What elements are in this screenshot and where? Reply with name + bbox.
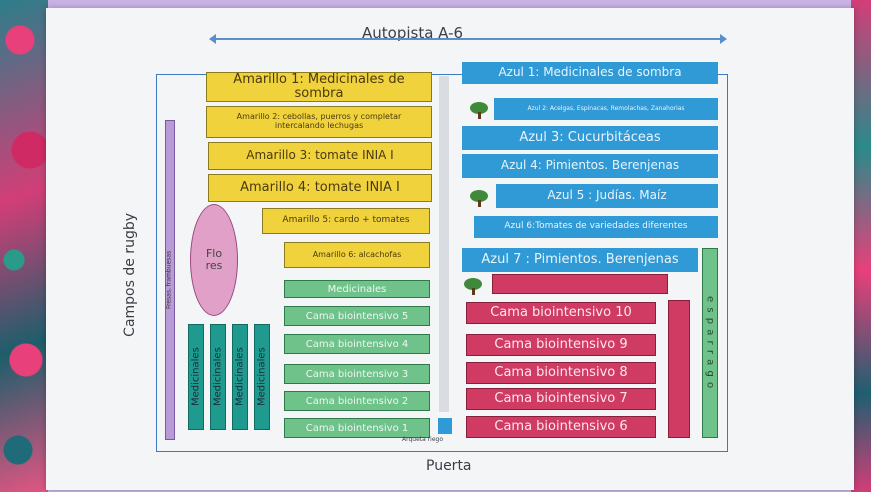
- red-bed-unlabeled: [492, 274, 668, 294]
- highway-arrow: [209, 34, 727, 44]
- green-bed-medicinales: Medicinales: [284, 280, 430, 298]
- green-bed-2: Cama biointensivo 2: [284, 391, 430, 411]
- berries-strip: Fresas, frambuesas: [165, 120, 175, 440]
- blue-bed-6: Azul 6:Tomates de variedades diferentes: [474, 216, 718, 238]
- rugby-fields-label: Campos de rugby: [122, 213, 138, 337]
- green-bed-1: Cama biointensivo 1: [284, 418, 430, 438]
- yellow-bed-2: Amarillo 2: cebollas, puerros y completa…: [206, 106, 432, 138]
- blue-bed-5: Azul 5 : Judías. Maíz: [496, 184, 718, 208]
- red-bed-6: Cama biointensivo 6: [466, 416, 656, 438]
- tree-icon: [470, 190, 488, 207]
- fabric-background-right: [851, 0, 871, 492]
- red-bed-9: Cama biointensivo 9: [466, 334, 656, 356]
- red-bed-10: Cama biointensivo 10: [466, 302, 656, 324]
- tree-icon: [470, 102, 488, 119]
- yellow-bed-6: Amarillo 6: alcachofas: [284, 242, 430, 268]
- teal-bed-1: Medicinales: [188, 324, 204, 430]
- fabric-background-left: [0, 0, 48, 492]
- blue-bed-7: Azul 7 : Pimientos. Berenjenas: [462, 248, 698, 272]
- red-bed-vertical: [668, 300, 690, 438]
- garden-plan-paper: Autopista A-6 Campos de rugby Puerta Fre…: [46, 8, 854, 490]
- yellow-bed-5: Amarillo 5: cardo + tomates: [262, 208, 430, 234]
- blue-bed-3: Azul 3: Cucurbitáceas: [462, 126, 718, 150]
- green-bed-3: Cama biointensivo 3: [284, 364, 430, 384]
- highway-label: Autopista A-6: [362, 24, 464, 42]
- central-path: [439, 76, 449, 412]
- yellow-bed-3: Amarillo 3: tomate INIA I: [208, 142, 432, 170]
- blue-bed-2: Azul 2: Acelgas, Espinacas, Remolachas, …: [494, 98, 718, 120]
- red-bed-8: Cama biointensivo 8: [466, 362, 656, 384]
- blue-bed-1: Azul 1: Medicinales de sombra: [462, 62, 718, 84]
- irrigation-box: [438, 418, 452, 434]
- green-bed-5: Cama biointensivo 5: [284, 306, 430, 326]
- yellow-bed-4: Amarillo 4: tomate INIA I: [208, 174, 432, 202]
- garden-outline: [156, 74, 728, 452]
- teal-bed-4: Medicinales: [254, 324, 270, 430]
- teal-bed-2: Medicinales: [210, 324, 226, 430]
- yellow-bed-1: Amarillo 1: Medicinales de sombra: [206, 72, 432, 102]
- green-bed-4: Cama biointensivo 4: [284, 334, 430, 354]
- asparagus-bed: e s p a r r a g o: [702, 248, 718, 438]
- teal-bed-3: Medicinales: [232, 324, 248, 430]
- asparagus-label: e s p a r r a g o: [704, 296, 716, 390]
- irrigation-label: Arqueta riego: [402, 436, 444, 443]
- red-bed-7: Cama biointensivo 7: [466, 388, 656, 410]
- blue-bed-4: Azul 4: Pimientos. Berenjenas: [462, 154, 718, 178]
- gate-label: Puerta: [426, 458, 472, 474]
- flowers-bed: Flo res: [190, 204, 238, 316]
- tree-icon: [464, 278, 482, 295]
